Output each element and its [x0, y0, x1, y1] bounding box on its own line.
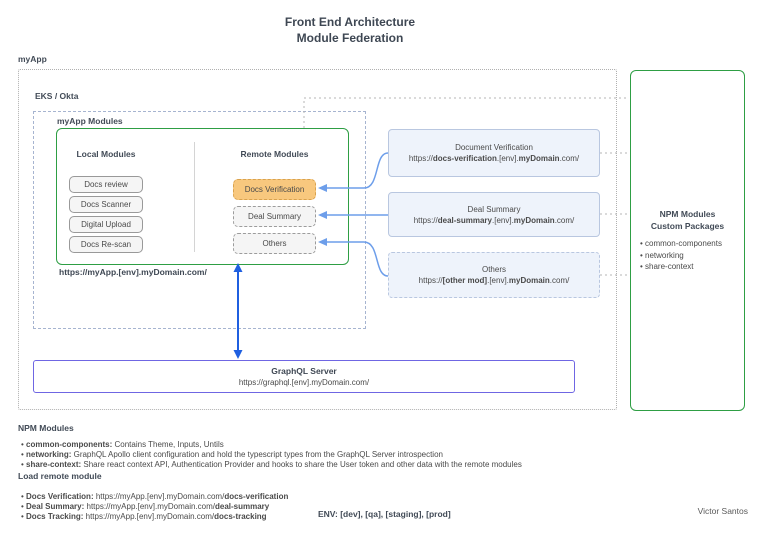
- document-verification-url: https://docs-verification.[env].myDomain…: [408, 154, 580, 163]
- local-module-docs-scanner[interactable]: Docs Scanner: [69, 196, 143, 213]
- load-remote-item: Docs Verification: https://myApp.[env].m…: [21, 492, 288, 502]
- npm-box-title-line2: Custom Packages: [650, 221, 725, 231]
- local-module-docs-rescan[interactable]: Docs Re-scan: [69, 236, 143, 253]
- remote-module-docs-verification[interactable]: Docs Verification: [233, 179, 316, 200]
- npm-package-list: common-components networking share-conte…: [640, 238, 722, 273]
- document-verification-title: Document Verification: [455, 143, 533, 152]
- myapp-url-label: https://myApp.[env].myDomain.com/: [59, 267, 207, 277]
- deal-summary-box[interactable]: Deal Summary https://deal-summary.[env].…: [388, 192, 600, 237]
- local-modules-heading: Local Modules: [76, 149, 136, 159]
- load-remote-list: Docs Verification: https://myApp.[env].m…: [21, 492, 288, 522]
- npm-package-item: networking: [640, 250, 722, 262]
- myapp-label: myApp: [18, 54, 47, 64]
- npm-notes-heading: NPM Modules: [18, 423, 74, 433]
- npm-box-title: NPM Modules Custom Packages: [631, 208, 744, 232]
- deal-summary-title: Deal Summary: [467, 204, 521, 214]
- graphql-server-box[interactable]: GraphQL Server https://graphql.[env].myD…: [33, 360, 575, 393]
- env-note: ENV: [dev], [qa], [staging], [prod]: [318, 509, 451, 519]
- load-remote-item: Docs Tracking: https://myApp.[env].myDom…: [21, 512, 288, 522]
- remote-module-deal-summary[interactable]: Deal Summary: [233, 206, 316, 227]
- local-module-docs-review[interactable]: Docs review: [69, 176, 143, 193]
- diagram-title-line2: Module Federation: [296, 31, 404, 45]
- others-title: Others: [481, 265, 506, 274]
- npm-package-item: share-context: [640, 261, 722, 273]
- diagram-title: Front End Architecture Module Federation: [200, 14, 500, 46]
- load-remote-item: Deal Summary: https://myApp.[env].myDoma…: [21, 502, 288, 512]
- npm-box-title-line1: NPM Modules: [659, 209, 716, 219]
- author-credit: Victor Santos: [697, 506, 748, 516]
- others-url: https://[other mod].[env].myDomain.com/: [418, 276, 570, 285]
- local-module-digital-upload[interactable]: Digital Upload: [69, 216, 143, 233]
- document-verification-box[interactable]: Document Verification https://docs-verif…: [388, 129, 600, 177]
- remote-modules-heading: Remote Modules: [240, 149, 309, 159]
- npm-note-item: share-context: Share react context API, …: [21, 460, 522, 470]
- myapp-modules-box: Local Modules Remote Modules Docs review…: [56, 128, 349, 265]
- npm-note-item: networking: GraphQL Apollo client config…: [21, 450, 522, 460]
- myapp-container: [18, 69, 617, 410]
- others-box[interactable]: Others https://[other mod].[env].myDomai…: [388, 252, 600, 298]
- graphql-server-url: https://graphql.[env].myDomain.com/: [238, 377, 370, 387]
- deal-summary-url: https://deal-summary.[env].myDomain.com/: [413, 215, 575, 225]
- npm-note-item: common-components: Contains Theme, Input…: [21, 440, 522, 450]
- npm-notes-list: common-components: Contains Theme, Input…: [21, 440, 522, 470]
- diagram-title-line1: Front End Architecture: [284, 15, 416, 29]
- myapp-modules-label: myApp Modules: [57, 116, 123, 126]
- remote-module-others[interactable]: Others: [233, 233, 316, 254]
- npm-modules-box[interactable]: NPM Modules Custom Packages common-compo…: [630, 70, 745, 411]
- load-remote-heading: Load remote module: [18, 471, 102, 481]
- graphql-server-title: GraphQL Server: [271, 365, 337, 376]
- npm-package-item: common-components: [640, 238, 722, 250]
- column-divider: [194, 142, 195, 252]
- eks-okta-container: [33, 111, 366, 329]
- eks-okta-label: EKS / Okta: [35, 91, 79, 101]
